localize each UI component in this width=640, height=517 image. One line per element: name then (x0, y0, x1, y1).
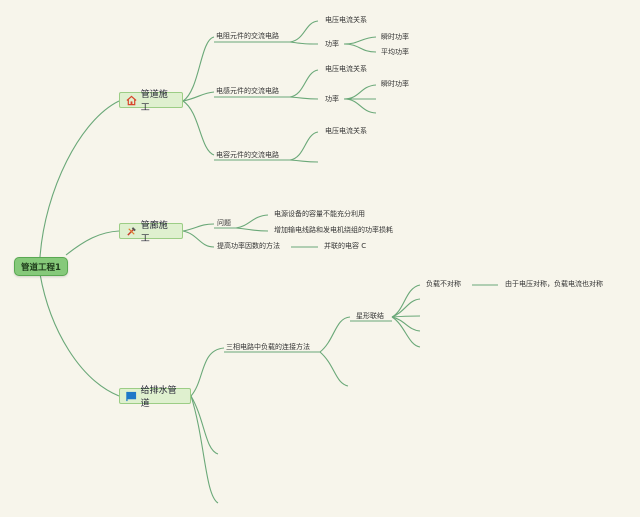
connector-q-item2 (235, 227, 269, 232)
node-voltage-current-2[interactable]: 电压电流关系 (325, 65, 367, 73)
connector-b1-c3 (182, 100, 215, 156)
topic-utility-tunnel[interactable]: 管廊施工 (119, 221, 183, 244)
topic-label: 管道施工 (140, 90, 168, 113)
node-voltage-current-3[interactable]: 电压电流关系 (325, 127, 367, 135)
node-instant-power-1[interactable]: 瞬时功率 (381, 33, 409, 41)
flag-icon (126, 390, 138, 402)
node-three-phase-load[interactable]: 三相电路中负载的连接方法 (226, 343, 310, 351)
connector-c2-power (289, 96, 319, 100)
connector-b2-q (182, 223, 215, 232)
connector-c2-voltage (289, 69, 319, 98)
node-star-connection[interactable]: 星形联结 (356, 312, 384, 320)
connector-c3-voltage (289, 131, 319, 161)
connector-b3-empty2 (190, 395, 219, 504)
connector-star-empty4 (391, 316, 421, 348)
connector-power-instant (343, 36, 377, 45)
connector-star-empty2 (391, 315, 421, 318)
connector-b1-c2 (182, 91, 215, 102)
connector-star-unbalanced (391, 284, 421, 318)
topic-label: 给排水管道 (140, 386, 177, 409)
connector-root-b2 (65, 230, 120, 256)
topic-water-supply-drainage[interactable]: 给排水管道 (119, 386, 191, 409)
connector-q-item1 (235, 214, 269, 229)
connector-star-empty1 (391, 298, 421, 318)
connector-t-empty (319, 351, 349, 387)
node-average-power[interactable]: 平均功率 (381, 48, 409, 56)
topic-label: 管廊施工 (140, 221, 168, 244)
node-problem[interactable]: 问题 (217, 219, 231, 227)
connector-power2-empty2 (343, 98, 377, 114)
connector-b3-empty1 (190, 395, 219, 455)
node-problem-item-1[interactable]: 电源设备的容量不能充分利用 (274, 210, 365, 218)
connector-root-b1 (39, 100, 120, 258)
home-icon (126, 94, 138, 106)
connector-c3-empty (289, 159, 319, 163)
node-power-2[interactable]: 功率 (325, 95, 339, 103)
node-inductor-circuit[interactable]: 电感元件的交流电路 (216, 87, 279, 95)
connector-power-average (343, 43, 377, 53)
node-instant-power-2[interactable]: 瞬时功率 (381, 80, 409, 88)
root-topic[interactable]: 管道工程1 (14, 257, 68, 276)
topic-pipeline-construction[interactable]: 管道施工 (119, 90, 183, 113)
connector-b2-p (182, 230, 215, 248)
connector-star-empty3 (391, 316, 421, 332)
connector-b3-t (190, 347, 225, 397)
connector-c1-power (289, 41, 319, 45)
node-voltage-current-1[interactable]: 电压电流关系 (325, 16, 367, 24)
node-resistor-circuit[interactable]: 电阻元件的交流电路 (216, 32, 279, 40)
connector-b1-c1 (182, 36, 215, 102)
node-problem-item-2[interactable]: 增加输电线路和发电机绕组的功率损耗 (274, 226, 393, 234)
connector-root-b3 (39, 273, 120, 397)
node-capacitor-circuit[interactable]: 电容元件的交流电路 (216, 151, 279, 159)
node-unbalanced-load[interactable]: 负载不对称 (426, 280, 461, 288)
tools-icon (126, 225, 138, 237)
connector-power2-instant (343, 84, 377, 100)
connector-t-star (319, 316, 351, 353)
node-power-factor-method[interactable]: 提高功率因数的方法 (217, 242, 280, 250)
connector-c1-voltage (289, 20, 319, 43)
node-parallel-capacitor[interactable]: 并联的电容 C (324, 242, 367, 250)
node-power-1[interactable]: 功率 (325, 40, 339, 48)
node-symmetric-note[interactable]: 由于电压对称，负载电流也对称 (505, 280, 603, 288)
